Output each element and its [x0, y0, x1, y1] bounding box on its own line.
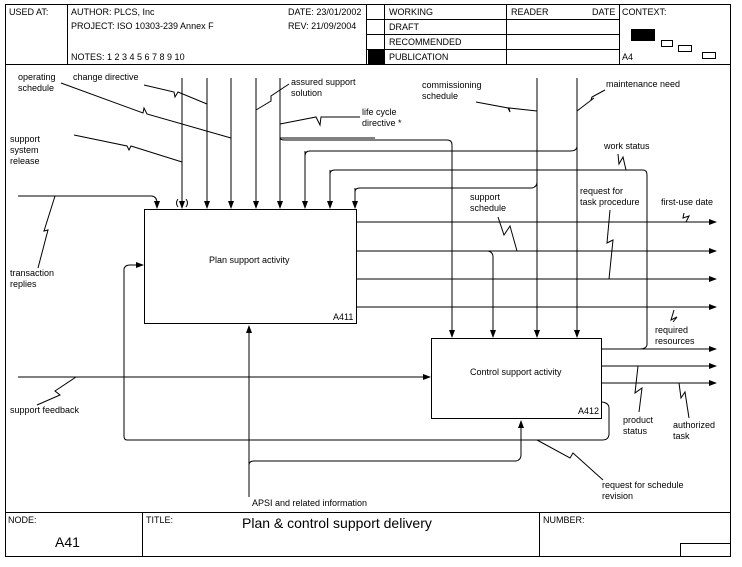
squiggle-support-feedback	[36, 376, 77, 406]
squiggle-first-use-date	[682, 212, 690, 223]
context-node: A4	[622, 52, 634, 62]
status-recommended[interactable]: RECOMMENDED	[389, 37, 462, 47]
context-sibling-box	[678, 45, 692, 52]
page-number-box	[680, 543, 731, 557]
squiggle-life-cycle-directive	[279, 116, 360, 127]
squiggle-request-for-task-procedure	[606, 209, 614, 280]
label-apsi: APSI and related information	[252, 498, 368, 508]
date-field: DATE: 23/01/2002	[288, 7, 362, 17]
arrow-apsi-to-a412	[248, 420, 524, 466]
status-working[interactable]: WORKING	[389, 7, 433, 17]
publication-checkbox[interactable]	[368, 50, 384, 64]
squiggle-operating-schedule	[60, 82, 232, 139]
squiggle-change-directive	[143, 84, 208, 105]
project-field: PROJECT: ISO 10303-239 Annex F	[71, 21, 214, 31]
squiggle-support-schedule	[497, 216, 518, 252]
arrow-request-for-schedule-revision	[123, 262, 610, 441]
box-a411-title[interactable]: Plan support activity	[209, 255, 290, 265]
squiggle-work-status	[617, 153, 627, 171]
context-label: CONTEXT:	[622, 7, 667, 17]
footer-col-divider	[539, 512, 540, 557]
status-publication[interactable]: PUBLICATION	[389, 52, 449, 62]
header-row-divider	[366, 34, 619, 35]
squiggle-commissioning-schedule	[475, 101, 538, 113]
label-support-feedback: support feedback	[10, 405, 80, 415]
title-label: TITLE:	[146, 515, 174, 525]
label-work-status: work status	[604, 141, 650, 151]
header-col-divider	[67, 4, 68, 64]
squiggle-required-resources	[670, 309, 678, 323]
squiggle-product-status	[634, 365, 643, 413]
label-maintenance-need: maintenance need	[606, 79, 681, 89]
reader-label: READER	[511, 7, 549, 17]
node-label: NODE:	[8, 515, 37, 525]
squiggle-maintenance-need	[576, 89, 606, 112]
diagram-title: Plan & control support delivery	[242, 515, 432, 531]
arrow-work-status	[329, 169, 648, 350]
arrow-life-cycle-directive	[279, 137, 455, 338]
tunnel-mark	[176, 198, 179, 208]
node-value: A41	[55, 534, 80, 550]
context-current-box	[631, 29, 655, 41]
author-field: AUTHOR: PLCS, Inc	[71, 7, 155, 17]
number-label: NUMBER:	[543, 515, 585, 525]
footer-divider	[5, 512, 731, 513]
squiggle-support-system-release	[73, 134, 183, 163]
context-sibling-box	[702, 52, 716, 59]
header-row-divider	[366, 49, 619, 50]
squiggle-transaction-replies	[37, 195, 56, 269]
squiggle-request-for-schedule-revision	[536, 439, 604, 481]
squiggle-authorized-task	[678, 382, 690, 419]
diagram-frame	[5, 4, 731, 557]
label-change-directive: change directive	[73, 72, 139, 82]
header-col-divider	[619, 4, 620, 64]
box-a411-id: A411	[333, 312, 354, 322]
footer-col-divider	[142, 512, 143, 557]
arrow-transaction-replies	[18, 195, 160, 209]
box-a412-id: A412	[578, 406, 600, 416]
header-divider	[5, 64, 731, 65]
status-draft[interactable]: DRAFT	[389, 22, 419, 32]
label-first-use-date: first-use date	[661, 197, 714, 207]
reader-date-label: DATE	[592, 7, 616, 17]
box-a411	[144, 209, 357, 324]
context-sibling-box	[661, 40, 673, 47]
rev-field: REV: 21/09/2004	[288, 21, 357, 31]
arrow-support-schedule	[357, 250, 496, 338]
notes-field: NOTES: 1 2 3 4 5 6 7 8 9 10	[71, 52, 185, 62]
box-a412	[431, 338, 602, 419]
tunnel-mark	[185, 198, 188, 208]
used-at-label: USED AT:	[9, 7, 49, 17]
box-a412-title[interactable]: Control support activity	[470, 367, 562, 377]
squiggle-assured-support-solution	[255, 83, 290, 111]
header-row-divider	[366, 19, 619, 20]
